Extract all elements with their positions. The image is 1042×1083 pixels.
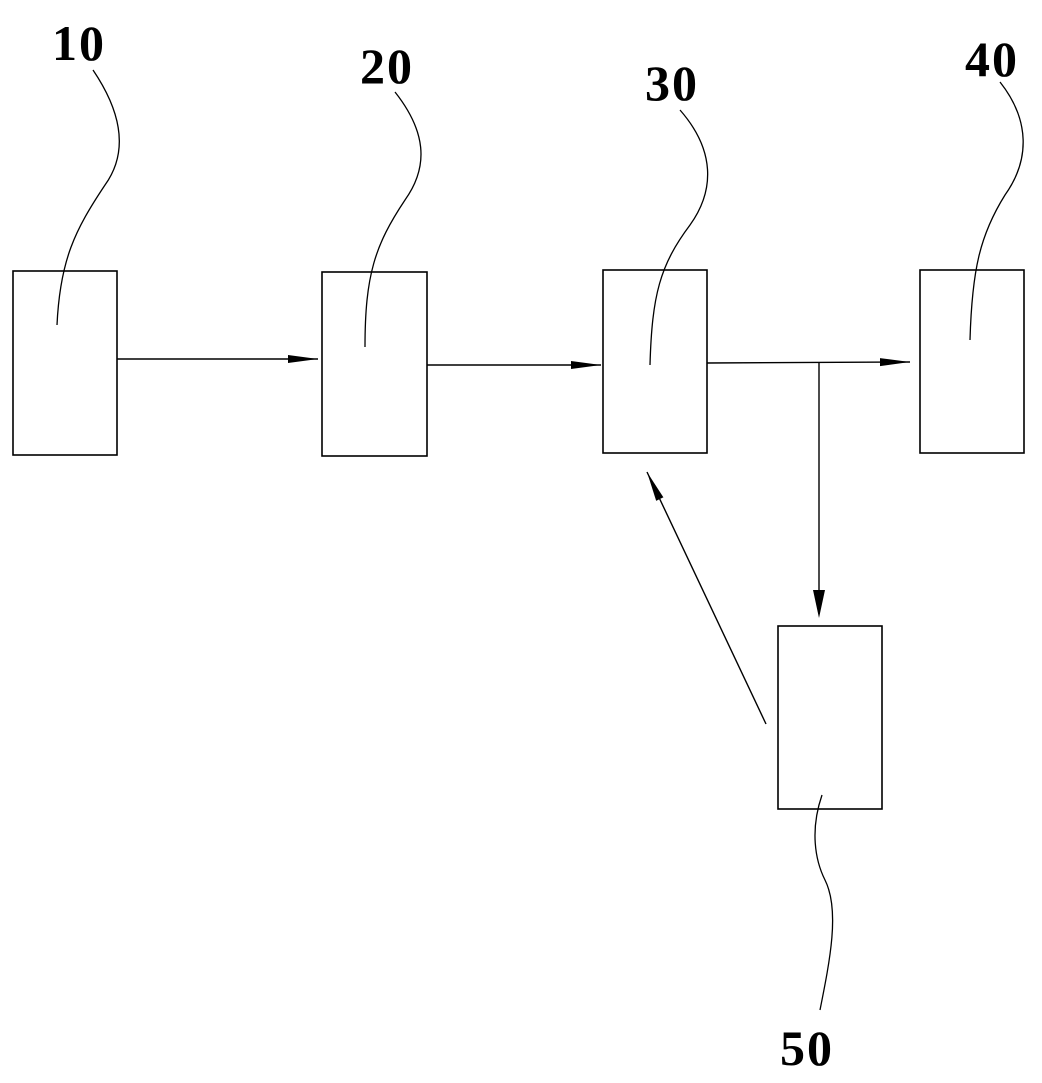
label-40: 40: [965, 31, 1019, 87]
arrow-30-to-40: [706, 358, 911, 367]
label-10: 10: [52, 15, 106, 71]
arrowhead-to-50: [813, 590, 825, 618]
arrow-50-to-30: [646, 471, 767, 725]
block-50: [777, 625, 883, 810]
label-30: 30: [645, 55, 699, 111]
label-50: 50: [780, 1020, 834, 1076]
leader-30: [649, 109, 709, 366]
leader-40: [969, 81, 1024, 341]
label-20: 20: [360, 38, 414, 94]
block-30: [602, 269, 708, 454]
leader-10: [56, 69, 120, 326]
leader-50: [814, 794, 834, 1011]
block-10: [12, 270, 118, 456]
block-20: [321, 271, 428, 457]
leader-20: [364, 91, 422, 348]
